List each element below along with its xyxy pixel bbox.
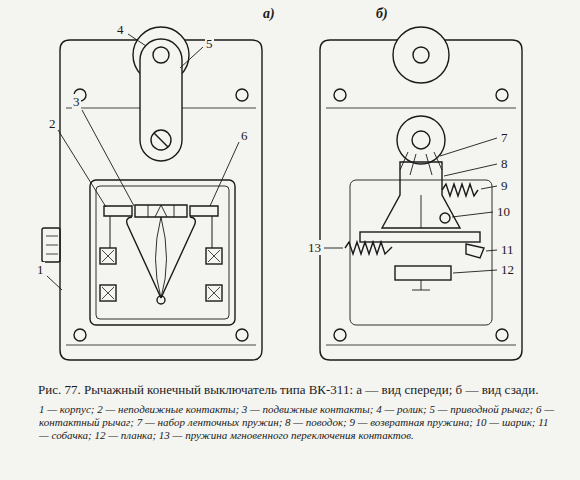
housing-front — [42, 40, 262, 360]
pawl — [466, 244, 484, 258]
leader-lines — [452, 212, 493, 217]
drive-lever-front — [154, 133, 168, 147]
fixed-contacts — [110, 216, 212, 248]
housing-front — [236, 89, 248, 101]
roller-rear — [393, 27, 449, 83]
contact-window — [90, 180, 235, 325]
return-spring — [442, 184, 478, 196]
leader-lines — [444, 164, 497, 176]
terminal-screws — [102, 250, 220, 299]
view-label: б) — [375, 6, 389, 21]
roller-rear — [393, 27, 449, 83]
leader-lines — [47, 276, 62, 290]
leader-lines — [324, 248, 343, 249]
callout-number: 10 — [496, 204, 511, 219]
housing-front — [46, 236, 58, 254]
pawl — [466, 244, 484, 258]
bar-rear — [360, 232, 480, 242]
terminal-screws — [100, 248, 222, 301]
leader-lines — [453, 270, 497, 273]
callout-number: 11 — [500, 242, 515, 257]
callout-number: 9 — [500, 178, 509, 193]
housing-rear — [334, 329, 346, 341]
ball — [440, 213, 450, 223]
drive-lever-front — [153, 47, 169, 63]
ball — [440, 213, 450, 223]
housing-front — [74, 329, 86, 341]
snap-spring — [345, 242, 392, 254]
contact-lever — [127, 217, 196, 304]
leader-lines — [440, 138, 497, 156]
leader-lines — [210, 142, 239, 206]
housing-rear — [334, 89, 346, 101]
pivot-rear — [397, 116, 445, 164]
slat — [395, 266, 451, 280]
housing-front — [236, 329, 248, 341]
housing-rear — [496, 89, 508, 101]
figure-caption: Рис. 77. Рычажный конечный выключатель т… — [38, 382, 558, 397]
callout-number: 3 — [72, 94, 81, 109]
moving-contacts — [148, 205, 174, 217]
housing-rear — [496, 329, 508, 341]
callout-number: 7 — [500, 130, 509, 145]
callout-number: 13 — [307, 240, 322, 255]
moving-contacts — [135, 205, 187, 217]
driver-plate — [382, 162, 460, 228]
parts-list: 1 — корпус; 2 — неподвижные контакты; 3 … — [38, 403, 555, 442]
slat — [395, 266, 451, 290]
pivot-rear — [397, 116, 445, 164]
housing-front — [42, 228, 60, 262]
contact-lever — [127, 217, 196, 298]
driver-plate — [382, 162, 460, 228]
roller-rear — [413, 47, 429, 63]
contact-window — [90, 180, 235, 325]
callout-number: 12 — [500, 262, 515, 277]
drive-lever-front — [140, 39, 182, 161]
housing-front — [60, 40, 262, 360]
bar-rear — [360, 232, 480, 242]
drive-lever-front — [151, 130, 171, 150]
callout-number: 6 — [240, 128, 249, 143]
leader-lines — [481, 186, 497, 189]
leader-lines — [82, 110, 134, 206]
strip-springs — [400, 152, 442, 175]
contact-window — [96, 186, 229, 319]
housing-rear — [350, 180, 492, 325]
leader-lines — [47, 34, 239, 290]
slat — [412, 280, 430, 290]
callout-number: 5 — [205, 36, 214, 51]
drive-lever-front — [140, 39, 182, 161]
leader-lines — [58, 130, 106, 207]
callout-number: 1 — [36, 262, 45, 277]
strip-springs — [400, 152, 442, 175]
leader-lines — [486, 250, 497, 251]
housing-rear — [326, 108, 516, 345]
housing-rear — [320, 40, 522, 360]
callout-number: 8 — [500, 156, 509, 171]
housing-rear — [320, 40, 522, 360]
moving-contacts — [135, 205, 187, 217]
fixed-contacts — [104, 206, 218, 216]
pivot-rear — [412, 131, 430, 149]
fixed-contacts — [104, 206, 218, 248]
callout-number: 4 — [116, 22, 125, 37]
contact-lever — [156, 217, 167, 298]
contact-lever — [157, 296, 165, 304]
callout-number: 2 — [48, 116, 57, 131]
view-label: а) — [262, 6, 276, 21]
leader-lines — [128, 34, 146, 46]
snap-spring — [345, 242, 392, 254]
leader-lines — [180, 47, 203, 68]
leader-lines — [324, 138, 497, 273]
driver-plate — [421, 195, 422, 228]
return-spring — [442, 184, 478, 196]
